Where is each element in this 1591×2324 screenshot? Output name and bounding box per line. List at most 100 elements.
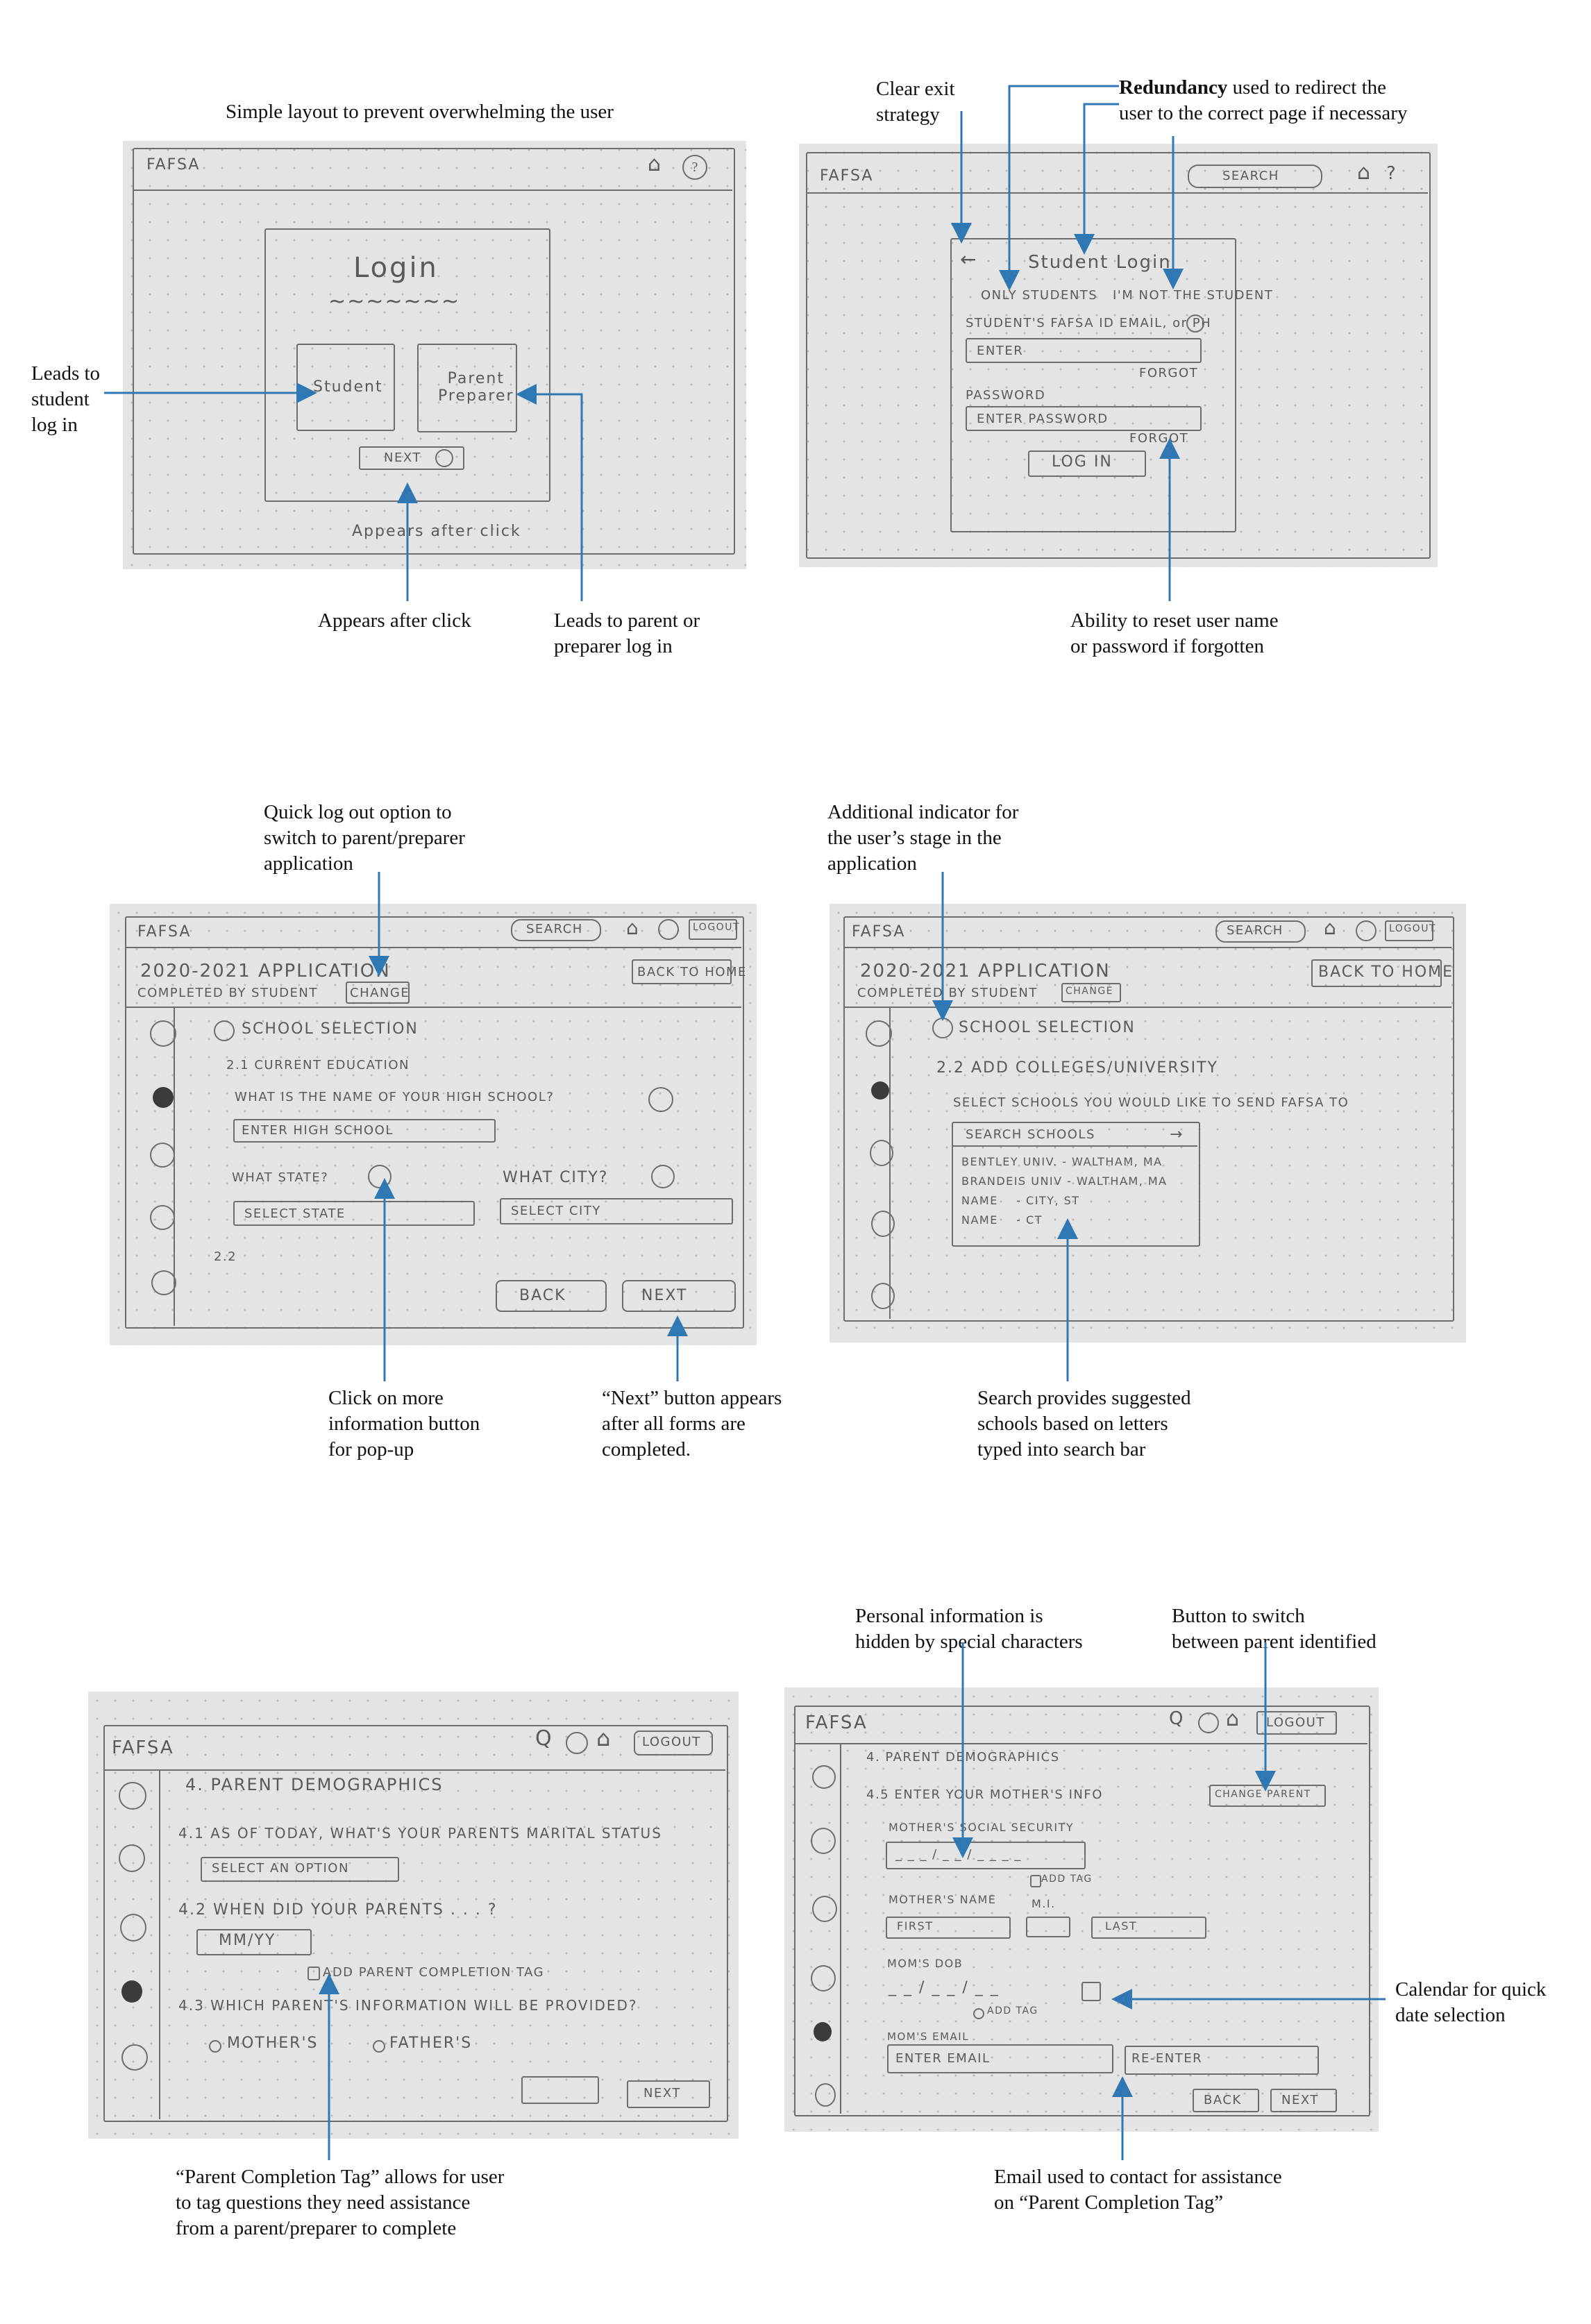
date-input[interactable] [196,1929,312,1955]
city-help-icon[interactable] [651,1165,675,1188]
step-5-indicator[interactable] [871,1283,895,1309]
dob-add-tag-checkbox[interactable] [973,2008,984,2019]
step-3-indicator[interactable] [870,1140,893,1166]
email-input[interactable] [887,2044,1113,2073]
login-button[interactable] [1028,451,1146,477]
next-button[interactable] [622,1280,736,1312]
search-schools-divider [953,1145,1197,1147]
id-input[interactable] [966,338,1202,363]
caption-search-suggest: Search provides suggested schools based … [977,1387,1191,1460]
step-3-indicator[interactable] [812,1896,837,1922]
home-icon[interactable]: ⌂ [1324,916,1338,939]
email-reenter-input[interactable] [1125,2046,1319,2075]
help-icon[interactable]: ? [682,155,707,180]
step-1-indicator[interactable] [866,1020,892,1047]
change-button[interactable] [1061,983,1121,1002]
back-home-button[interactable] [1311,959,1442,987]
home-icon[interactable]: ⌂ [1226,1707,1241,1731]
next-button[interactable] [1270,2089,1337,2112]
step-3-indicator[interactable] [150,1143,175,1168]
question-4-1: 4.1 AS OF TODAY, WHAT'S YOUR PARENTS MAR… [178,1825,662,1842]
suggestion-3[interactable]: NAME - CITY, ST [961,1194,1080,1207]
step-2-indicator-active[interactable] [871,1081,889,1100]
id-label: STUDENT'S FAFSA ID EMAIL, or PH [966,316,1212,330]
back-button[interactable] [496,1280,607,1312]
search-icon[interactable]: Q [1169,1708,1185,1729]
step-4-indicator[interactable] [150,1205,175,1230]
logout-button[interactable] [1256,1711,1337,1735]
search-bar[interactable] [511,919,601,941]
help-icon[interactable] [1198,1712,1219,1733]
caption-appears-after-click: Appears after click [318,609,471,632]
search-bar[interactable] [1215,920,1306,943]
step-5-indicator[interactable] [151,1270,176,1295]
back-arrow-icon[interactable]: ← [960,248,978,271]
suggestion-2[interactable]: BRANDEIS UNIV - WALTHAM, MA [961,1174,1168,1188]
home-icon[interactable]: ⌂ [626,916,640,939]
calendar-icon[interactable] [1081,1982,1101,2001]
suggestion-1[interactable]: BENTLEY UNIV. - WALTHAM, MA [961,1155,1163,1168]
step-1-indicator[interactable] [812,1765,836,1789]
step-2-indicator[interactable] [119,1844,145,1872]
window-frame [133,148,735,555]
help-icon[interactable] [658,919,679,940]
next-button[interactable] [359,446,464,470]
back-home-button[interactable] [632,959,732,984]
home-icon[interactable]: ⌂ [1357,160,1372,185]
step-5-indicator-active[interactable] [814,2022,832,2041]
step-4-indicator[interactable] [811,1965,836,1992]
password-input[interactable] [966,406,1202,431]
last-name-input[interactable] [1091,1917,1206,1939]
middle-initial-input[interactable] [1026,1917,1070,1937]
forgot-id-link[interactable]: FORGOT [1139,366,1199,380]
help-icon[interactable] [566,1732,588,1754]
id-help-icon[interactable] [1186,314,1204,332]
search-go-arrow-icon[interactable]: → [1170,1126,1184,1143]
caption-calendar: Calendar for quick date selection [1395,1978,1547,2026]
last-name-placeholder: LAST [1105,1919,1138,1933]
change-button[interactable] [346,982,410,1004]
dob-mask[interactable]: _ _ / _ _ / _ _ [889,1979,1000,1996]
step-1-indicator[interactable] [119,1782,146,1810]
caption-redundancy: Redundancy used to redirect the user to … [1119,75,1407,126]
home-icon[interactable]: ⌂ [596,1725,612,1751]
search-schools-dropdown[interactable] [952,1122,1200,1247]
help-icon[interactable] [1356,920,1377,941]
completed-by: COMPLETED BY STUDENT [857,986,1038,1000]
first-name-input[interactable] [886,1917,1011,1939]
suggestion-4[interactable]: NAME - CT [961,1213,1043,1227]
search-placeholder: SEARCH [1227,923,1283,938]
marital-status-select[interactable] [201,1857,399,1882]
high-school-input[interactable] [233,1119,496,1143]
step-2-indicator[interactable] [811,1828,836,1854]
mother-radio[interactable] [209,2040,221,2053]
back-button[interactable] [1193,2089,1259,2112]
step-5-indicator[interactable] [121,2044,148,2071]
step-1-indicator[interactable] [150,1020,176,1047]
logout-button[interactable] [1385,920,1433,941]
blank-button[interactable] [521,2076,599,2104]
help-icon[interactable]: ? [1386,163,1397,184]
city-select[interactable] [500,1198,733,1224]
step-3-indicator[interactable] [120,1914,146,1942]
step-2-indicator-active[interactable] [153,1087,174,1108]
ssn-input[interactable] [886,1842,1086,1869]
father-radio[interactable] [373,2040,385,2053]
step-6-indicator[interactable] [815,2083,836,2107]
state-select[interactable] [233,1201,475,1226]
logout-button[interactable] [689,919,737,940]
high-school-help-icon[interactable] [648,1087,673,1112]
password-label: PASSWORD [966,388,1046,403]
search-icon[interactable]: Q [535,1726,553,1751]
home-icon[interactable]: ⌂ [648,152,663,176]
next-button[interactable] [627,2080,710,2108]
not-student-link[interactable]: I'M NOT THE STUDENT [1113,288,1274,303]
search-bar[interactable] [1188,165,1322,188]
logout-button[interactable] [634,1731,713,1755]
step-4-indicator-active[interactable] [121,1980,142,2003]
step-4-indicator[interactable] [871,1211,895,1237]
ssn-add-tag-checkbox[interactable] [1030,1875,1041,1887]
brand-logo: FAFSA [852,923,906,941]
search-schools-input[interactable]: SEARCH SCHOOLS [966,1127,1095,1142]
